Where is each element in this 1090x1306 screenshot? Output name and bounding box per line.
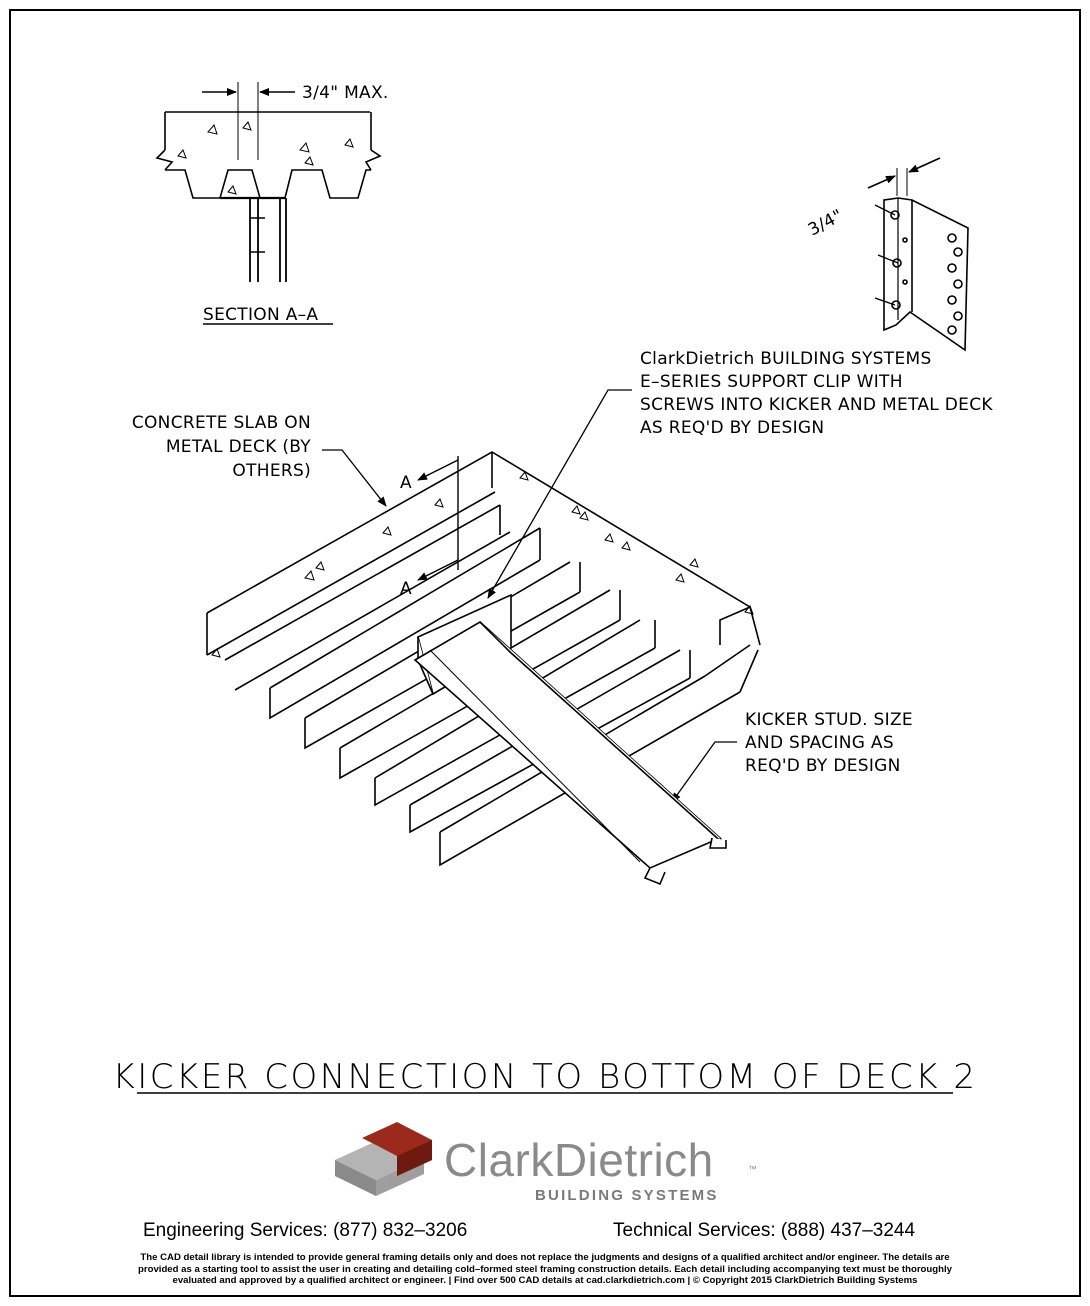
- slab-callout-line-1: CONCRETE SLAB ON: [132, 413, 311, 433]
- slab-callout-line-2: METAL DECK (BY: [166, 437, 311, 457]
- kicker-callout-line-1: KICKER STUD. SIZE: [745, 710, 913, 730]
- brand-name: ClarkDietrich: [444, 1134, 714, 1186]
- clip-dimension-label: 3/4": [805, 206, 847, 241]
- drawing-title: KICKER CONNECTION TO BOTTOM OF DECK 2: [112, 1057, 977, 1097]
- kicker-callout: KICKER STUD. SIZE AND SPACING AS REQ'D B…: [745, 710, 913, 776]
- slab-callout-line-3: OTHERS): [232, 461, 311, 481]
- drawing-border: [9, 9, 1081, 1297]
- technical-services: Technical Services: (888) 437–3244: [613, 1220, 916, 1241]
- kicker-leader-line: [671, 741, 737, 803]
- brand-trademark: ™: [748, 1164, 757, 1174]
- concrete-aggregate: [211, 471, 754, 658]
- section-a-a-detail: [155, 82, 382, 282]
- disclaimer-line-2: provided as a starting tool to assist th…: [137, 1263, 952, 1275]
- gap-dimension-label: 3/4" MAX.: [302, 83, 389, 103]
- clarkdietrich-logo-icon: [335, 1122, 432, 1196]
- section-marker-top: A: [400, 473, 412, 493]
- kicker-callout-line-2: AND SPACING AS: [745, 733, 894, 753]
- slab-leader-line: [322, 449, 387, 507]
- kicker-callout-line-3: REQ'D BY DESIGN: [745, 756, 901, 776]
- section-marker-bottom: A: [400, 579, 412, 599]
- slab-callout: CONCRETE SLAB ON METAL DECK (BY OTHERS): [132, 413, 311, 481]
- disclaimer: The CAD detail library is intended to pr…: [34, 1252, 1056, 1287]
- clip-leader-line: [487, 389, 632, 599]
- clip-callout: ClarkDietrich BUILDING SYSTEMS E–SERIES …: [640, 349, 993, 438]
- section-cut-marker: [417, 456, 459, 581]
- clip-callout-line-1: ClarkDietrich BUILDING SYSTEMS: [640, 349, 932, 369]
- clip-callout-line-4: AS REQ'D BY DESIGN: [640, 418, 824, 438]
- clip-callout-line-2: E–SERIES SUPPORT CLIP WITH: [640, 372, 903, 392]
- section-a-a-label: SECTION A–A: [203, 305, 318, 325]
- engineering-services: Engineering Services: (877) 832–3206: [143, 1220, 468, 1241]
- brand-subtitle: BUILDING SYSTEMS: [535, 1187, 719, 1204]
- support-clip-detail: [867, 157, 969, 352]
- disclaimer-line-3: evaluated and approved by a qualified ar…: [172, 1275, 918, 1287]
- disclaimer-line-1: The CAD detail library is intended to pr…: [140, 1252, 950, 1263]
- clip-callout-line-3: SCREWS INTO KICKER AND METAL DECK: [640, 395, 993, 415]
- kicker-stud: [413, 621, 727, 886]
